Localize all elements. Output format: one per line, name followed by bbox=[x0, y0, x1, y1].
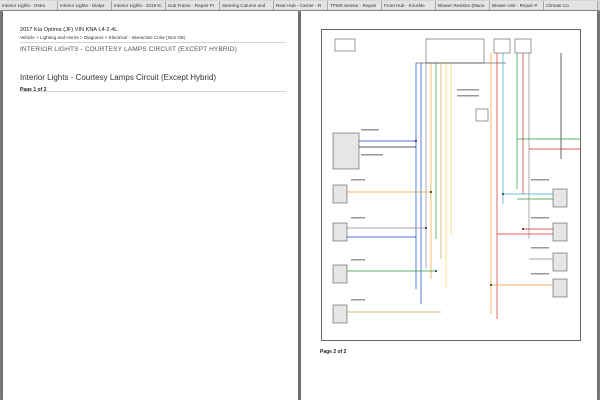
document-page-2: Page 2 of 2 bbox=[301, 11, 597, 400]
tab-blower-unit[interactable]: Blower Unit - Repair P bbox=[490, 1, 544, 10]
tab-sub-frame[interactable]: Sub Frame - Repair Pr bbox=[166, 1, 220, 10]
tab-climate-control[interactable]: Climate Co bbox=[544, 1, 598, 10]
page-title: Interior Lights - Courtesy Lamps Circuit… bbox=[20, 73, 217, 82]
vehicle-info: 2017 Kia Optima (JF) VIN KNA L4-2.4L bbox=[20, 27, 118, 33]
tab-rear-hub[interactable]: Rear Hub - Carrier - R bbox=[274, 1, 328, 10]
tab-front-hub[interactable]: Front Hub - Knuckle bbox=[382, 1, 436, 10]
divider bbox=[20, 91, 286, 92]
tab-interior-lights-3[interactable]: Interior Lights - 2019 Ki bbox=[112, 1, 166, 10]
wiring-diagram bbox=[321, 29, 581, 341]
tab-steering-column[interactable]: Steering Column and bbox=[220, 1, 274, 10]
page-number-label: Page 1 of 2 bbox=[20, 87, 47, 93]
tab-interior-lights-2[interactable]: Interior Lights - Dialys bbox=[58, 1, 112, 10]
document-page-1: 2017 Kia Optima (JF) VIN KNA L4-2.4L Veh… bbox=[3, 11, 298, 400]
page-number-label: Page 2 of 2 bbox=[320, 349, 347, 355]
tab-interior-lights-1[interactable]: Interior Lights - Ostru bbox=[0, 1, 58, 10]
tab-bar: Interior Lights - Ostru Interior Lights … bbox=[0, 0, 600, 11]
section-heading: INTERIOR LIGHTS - COURTESY LAMPS CIRCUIT… bbox=[20, 46, 237, 53]
tab-blower-resistor[interactable]: Blower Resistor (Manu bbox=[436, 1, 490, 10]
divider bbox=[20, 42, 286, 43]
tab-tpms-sensor[interactable]: TPMS Sensor - Repair bbox=[328, 1, 382, 10]
breadcrumb: Vehicle > Lighting and Horns > Diagrams … bbox=[20, 35, 186, 40]
